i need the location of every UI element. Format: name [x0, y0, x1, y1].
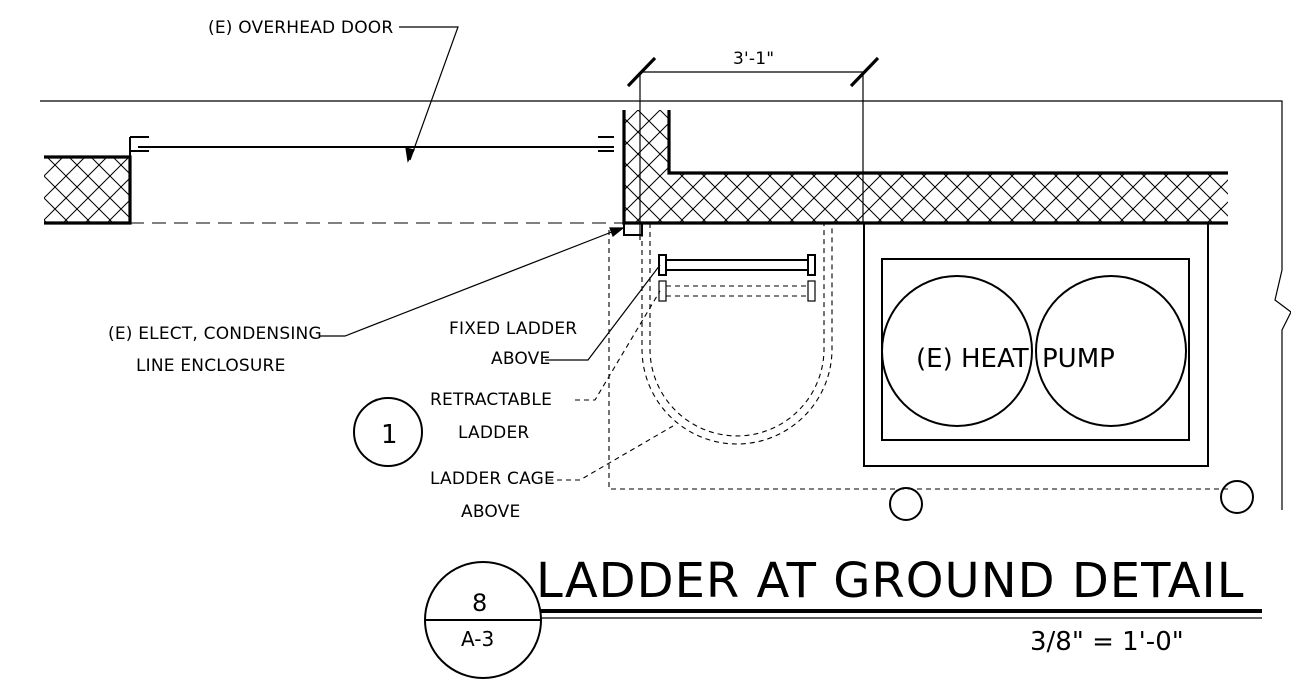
heat-pump-label-right: PUMP: [1042, 344, 1115, 374]
retractable-leader: [575, 290, 661, 401]
fixed-ladder-post-right: [807, 254, 816, 276]
left-wall-outline: [44, 155, 132, 225]
break-line: [1274, 269, 1291, 510]
fixed-ladder-rail: [666, 259, 808, 271]
overhead-door-leader: [399, 26, 459, 161]
detail-sheet: A-3: [461, 627, 494, 651]
dimension-text: 3'-1": [733, 49, 774, 69]
dimension-tick-left: [626, 56, 657, 88]
keynote-bubble: [353, 397, 423, 467]
fixed-ladder-leader: [545, 264, 661, 361]
dimension-line: [639, 71, 864, 240]
heat-pump-label-left: (E) HEAT: [916, 344, 1029, 374]
cage-label-line1: LADDER CAGE: [430, 469, 555, 489]
elect-leader: [320, 227, 623, 337]
retractable-ladder-post-right: [807, 280, 816, 302]
overhead-door-arrow: [405, 147, 415, 163]
heat-pump-outer: [863, 222, 1209, 467]
heat-pump-fan-right: [1035, 275, 1187, 427]
detail-title: LADDER AT GROUND DETAIL: [536, 553, 1244, 609]
elect-enclosure-box: [623, 222, 643, 236]
right-jamb: [598, 136, 614, 152]
keynote-number: 1: [381, 420, 398, 450]
retractable-ladder-post-left: [658, 280, 667, 302]
cage-label-line2: ABOVE: [461, 502, 520, 522]
fixed-ladder-label-line1: FIXED LADDER: [449, 319, 577, 339]
heat-pump-fan-left: [881, 275, 1033, 427]
overhead-door-label: (E) OVERHEAD DOOR: [208, 18, 393, 38]
cage-leader: [548, 425, 674, 481]
column-marker-right: [1220, 480, 1254, 514]
left-jamb: [129, 136, 149, 157]
right-wall-hatch: [624, 110, 1228, 223]
detail-scale: 3/8" = 1'-0": [1030, 627, 1184, 657]
ladder-cage-outer: [641, 223, 833, 445]
fixed-ladder-post-left: [658, 254, 667, 276]
ladder-cage-inner: [649, 223, 825, 437]
elect-arrow: [609, 227, 625, 237]
elect-label-line1: (E) ELECT, CONDENSING: [108, 324, 322, 344]
retractable-label-line2: LADDER: [458, 423, 529, 443]
elect-label-line2: LINE ENCLOSURE: [136, 356, 286, 376]
roof-edge-line: [40, 100, 1283, 270]
left-wall-hatch: [44, 157, 130, 223]
detail-number: 8: [472, 589, 487, 617]
retractable-ladder-rail: [666, 285, 808, 297]
fixed-ladder-label-line2: ABOVE: [491, 349, 550, 369]
retractable-label-line1: RETRACTABLE: [430, 390, 552, 410]
column-marker-left: [889, 487, 923, 521]
dimension-tick-right: [849, 56, 880, 88]
